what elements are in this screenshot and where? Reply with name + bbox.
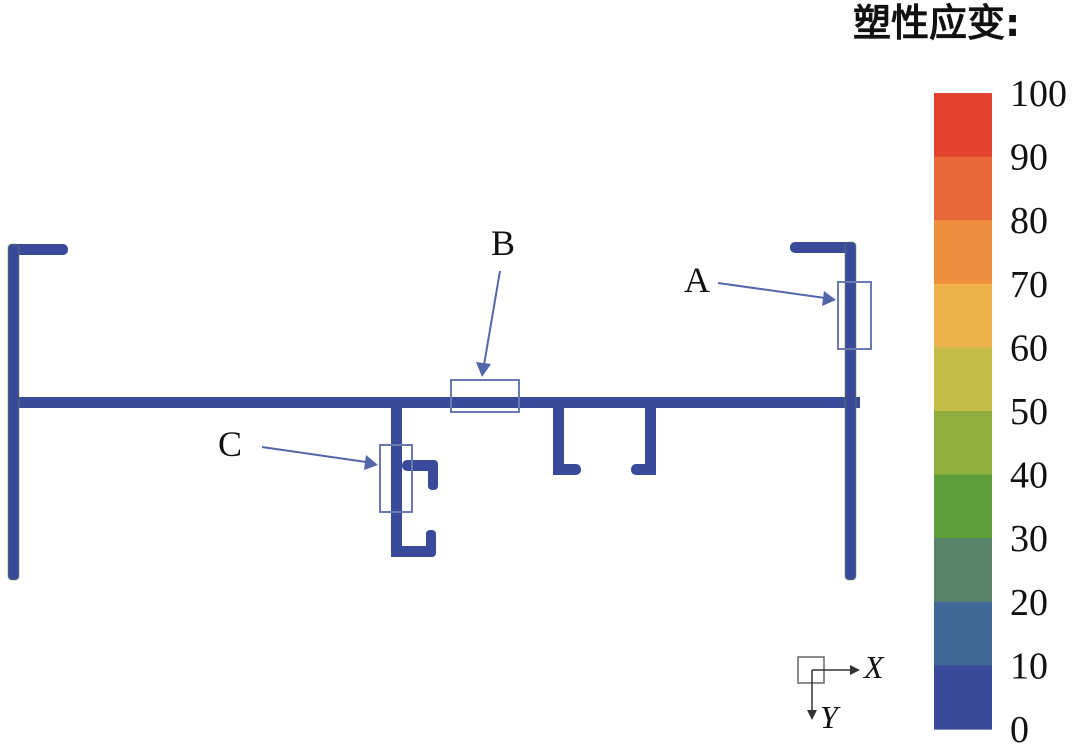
legend-tick-label: 60	[1010, 327, 1048, 369]
hook-bottom-lip	[426, 530, 436, 557]
hook-middle-lip	[428, 460, 438, 490]
left-web	[8, 244, 19, 580]
legend-band-7	[934, 538, 992, 603]
coordinate-axes: X Y	[797, 649, 885, 735]
y-axis-label: Y	[820, 699, 841, 735]
legend-title: 塑性应变:	[853, 1, 1020, 45]
legend-band-0	[934, 93, 992, 158]
region-a-arrow	[717, 282, 836, 306]
legend-band-6	[934, 474, 992, 539]
legend-tick-label: 10	[1010, 645, 1048, 687]
legend-band-4	[934, 347, 992, 412]
hook-bottom	[391, 546, 436, 557]
region-c-label: C	[218, 424, 242, 464]
x-axis-arrow	[850, 665, 860, 675]
region-a-label: A	[684, 260, 710, 300]
legend-tick-label: 30	[1010, 518, 1048, 560]
rib-2-foot	[631, 464, 656, 475]
x-axis-label: X	[862, 649, 885, 685]
region-b-label: B	[491, 223, 515, 263]
legend-band-2	[934, 220, 992, 285]
region-b-box	[450, 379, 520, 413]
legend-band-3	[934, 283, 992, 348]
legend-tick-label: 20	[1010, 582, 1048, 624]
legend-band-1	[934, 156, 992, 221]
legend-tick-label: 70	[1010, 264, 1048, 306]
right-web	[845, 242, 856, 580]
region-c-arrow	[261, 446, 378, 470]
left-top-flange	[8, 244, 68, 255]
rib-1-foot	[553, 464, 581, 475]
legend-band-8	[934, 601, 992, 666]
legend-tick-label: 100	[1010, 73, 1067, 115]
rib-1-stem	[553, 403, 564, 475]
legend-tick-label: 80	[1010, 200, 1048, 242]
legend-tick-label: 40	[1010, 455, 1048, 497]
main-web	[8, 397, 860, 408]
legend-band-9	[934, 665, 992, 730]
right-top-flange	[790, 242, 856, 253]
aluminum-profile-section	[7, 241, 860, 581]
legend-tick-label: 50	[1010, 391, 1048, 433]
legend-tick-label: 90	[1010, 137, 1048, 179]
y-axis-arrow	[807, 710, 817, 720]
rib-2-stem	[645, 403, 656, 475]
legend-band-5	[934, 411, 992, 476]
hook-stem	[391, 403, 402, 557]
region-a-box	[837, 281, 872, 350]
region-b-arrow	[476, 270, 501, 377]
legend-colorbar	[934, 93, 992, 730]
legend-tick-label: 0	[1010, 709, 1029, 748]
region-c-box	[379, 444, 413, 513]
